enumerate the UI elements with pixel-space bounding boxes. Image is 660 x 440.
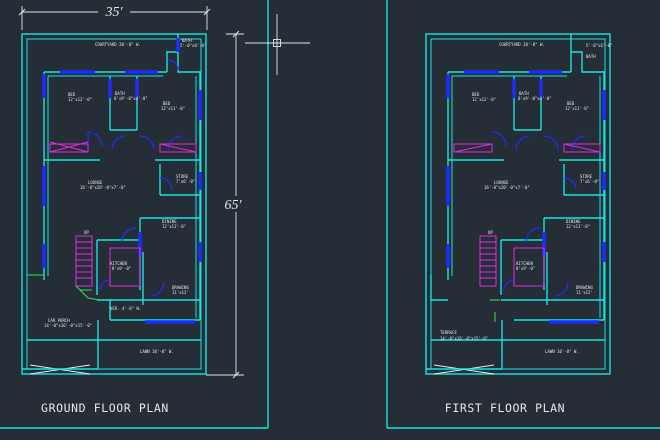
dining-label: DINING: [566, 219, 581, 224]
store-size: 7'x6'-0": [176, 179, 195, 184]
kitchen-label: KITCHEN: [110, 261, 127, 266]
terrace-railing: [490, 299, 500, 322]
bed1-label: BED: [472, 92, 480, 97]
bed1-size: 12'x12'-0": [68, 97, 92, 102]
staircase: [49, 141, 197, 287]
dining-size: 12'x11'-0": [566, 224, 590, 229]
ground-floor-plan: 35′ 65′: [18, 3, 250, 415]
bath-top-label: BATH: [586, 54, 596, 59]
house-walls: [430, 34, 605, 369]
plot-boundary: [425, 33, 611, 375]
kitchen-label: KITCHEN: [516, 261, 533, 266]
kitchen-size: 8'x9'-0": [516, 266, 535, 271]
staircase: [453, 143, 601, 287]
length-dimension-label: 65′: [224, 198, 242, 213]
bed2-label: BED: [567, 101, 575, 106]
dining-label: DINING: [162, 219, 177, 224]
length-dimension: 65′: [206, 30, 250, 379]
drawing-label: DRAWING: [576, 285, 593, 290]
ver-label: VER. 4'-0" W.: [110, 306, 141, 311]
lounge-size: 16'-0"x20'-0"x7'-0": [80, 185, 126, 190]
crosshair-cursor-icon: [245, 14, 310, 75]
bed1-label: BED: [68, 92, 76, 97]
car-porch-size: 14'-0"x16'-0"x15'-0": [44, 323, 92, 328]
plot-boundary-inner: [26, 38, 202, 370]
plot-boundary: [21, 33, 207, 375]
lawn-label: LAWN 10'-0" W.: [140, 349, 174, 354]
stair-up-label: UP: [488, 230, 493, 235]
width-dimension-label: 35′: [104, 5, 123, 20]
car-porch-label: CAR PORCH: [48, 318, 70, 323]
drawing-size: 11'x12': [576, 290, 593, 295]
stair-up-label: UP: [84, 230, 89, 235]
courtyard-label: COURTYARD 20'-0" W.: [499, 42, 545, 47]
plot-boundary-inner: [430, 38, 606, 370]
doors-and-windows: [446, 70, 606, 324]
gate-symbol: [426, 364, 502, 375]
bath-label: BATH: [519, 91, 529, 96]
first-floor-caption: FIRST FLOOR PLAN: [445, 401, 565, 415]
first-floor-room-labels: COURTYARD 20'-0" W. 5'-0"x6'-0" BATH BED…: [440, 42, 613, 354]
width-dimension: 35′: [18, 3, 211, 30]
store-label: STORE: [580, 174, 593, 179]
store-label: STORE: [176, 174, 189, 179]
ground-floor-room-labels: COURTYARD 20'-0" W. BATH 5'-0"x6'-0" BED…: [44, 38, 207, 354]
ground-floor-caption: GROUND FLOOR PLAN: [41, 401, 169, 415]
bath-top-label: BATH: [182, 38, 192, 43]
bath-label: BATH: [115, 91, 125, 96]
porch-gate: [27, 274, 101, 301]
terrace-label: TERRACE: [440, 330, 457, 335]
bath-top-size: 5'-0"x6'-0": [586, 43, 613, 48]
main-gate: [22, 364, 98, 375]
bed2-size: 12'x11'-0": [161, 106, 185, 111]
lounge-label: LOUNGE: [88, 180, 103, 185]
terrace-size: 14'-0"x16'-0"x15'-0": [440, 336, 488, 341]
lounge-label: LOUNGE: [494, 180, 509, 185]
drawing-label: DRAWING: [172, 285, 189, 290]
bath-size: 8'x9'-0"x4'-0": [518, 96, 552, 101]
bed2-size: 12'x11'-0": [565, 106, 589, 111]
kitchen-size: 8'x9'-0": [112, 266, 131, 271]
bath-top-size: 5'-0"x6'-0": [180, 43, 207, 48]
bed1-size: 12'x12'-0": [472, 97, 496, 102]
bed2-label: BED: [163, 101, 171, 106]
store-size: 7'x6'-0": [580, 179, 599, 184]
courtyard-label: COURTYARD 20'-0" W.: [95, 42, 141, 47]
first-floor-plan: COURTYARD 20'-0" W. 5'-0"x6'-0" BATH BED…: [425, 33, 613, 415]
lounge-size: 16'-0"x20'-0"x7'-0": [484, 185, 530, 190]
bath-size: 8'x9'-0"x4'-0": [114, 96, 148, 101]
lawn-label: LAWN 10'-0" W.: [545, 349, 579, 354]
drawing-size: 11'x12': [172, 290, 189, 295]
dining-size: 12'x11'-0": [162, 224, 186, 229]
